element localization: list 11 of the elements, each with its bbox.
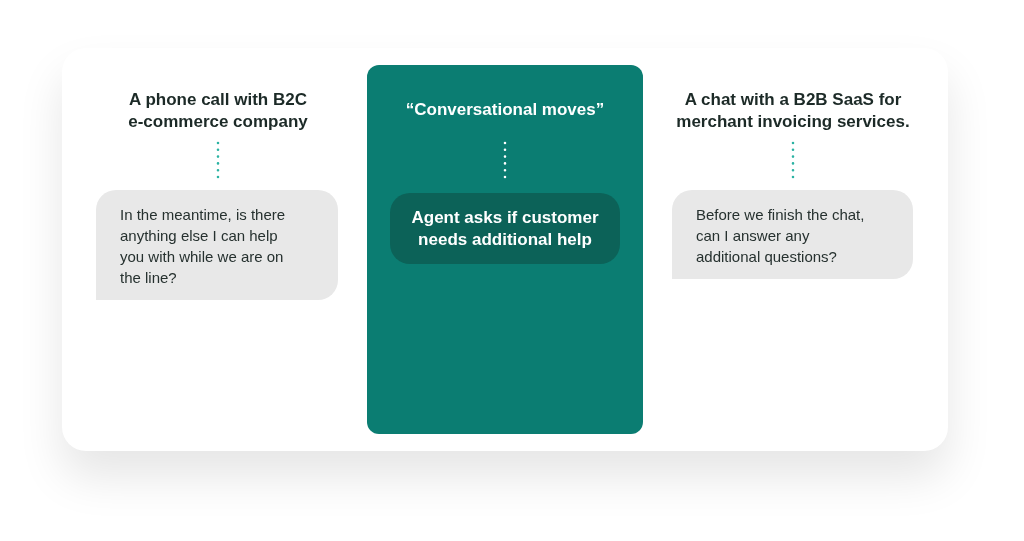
panel bbox=[367, 65, 643, 434]
heading: A phone call with B2C e-commerce company bbox=[125, 89, 311, 133]
heading: A chat with a B2B SaaS for merchant invoicing services. bbox=[673, 89, 913, 133]
panel-heading: “Conversational moves” bbox=[400, 99, 610, 121]
highlight-box bbox=[390, 193, 620, 264]
dotted-connector bbox=[791, 141, 795, 180]
bubble-text: Before we finish the chat, can I answer any additional questions? bbox=[696, 205, 866, 267]
bubble-text: In the meantime, is there anything else I can help you with while we are on the line? bbox=[120, 205, 287, 288]
dotted-connector bbox=[503, 141, 507, 180]
box-text: Agent asks if customer needs additional help bbox=[410, 206, 600, 251]
dotted-connector bbox=[216, 141, 220, 180]
